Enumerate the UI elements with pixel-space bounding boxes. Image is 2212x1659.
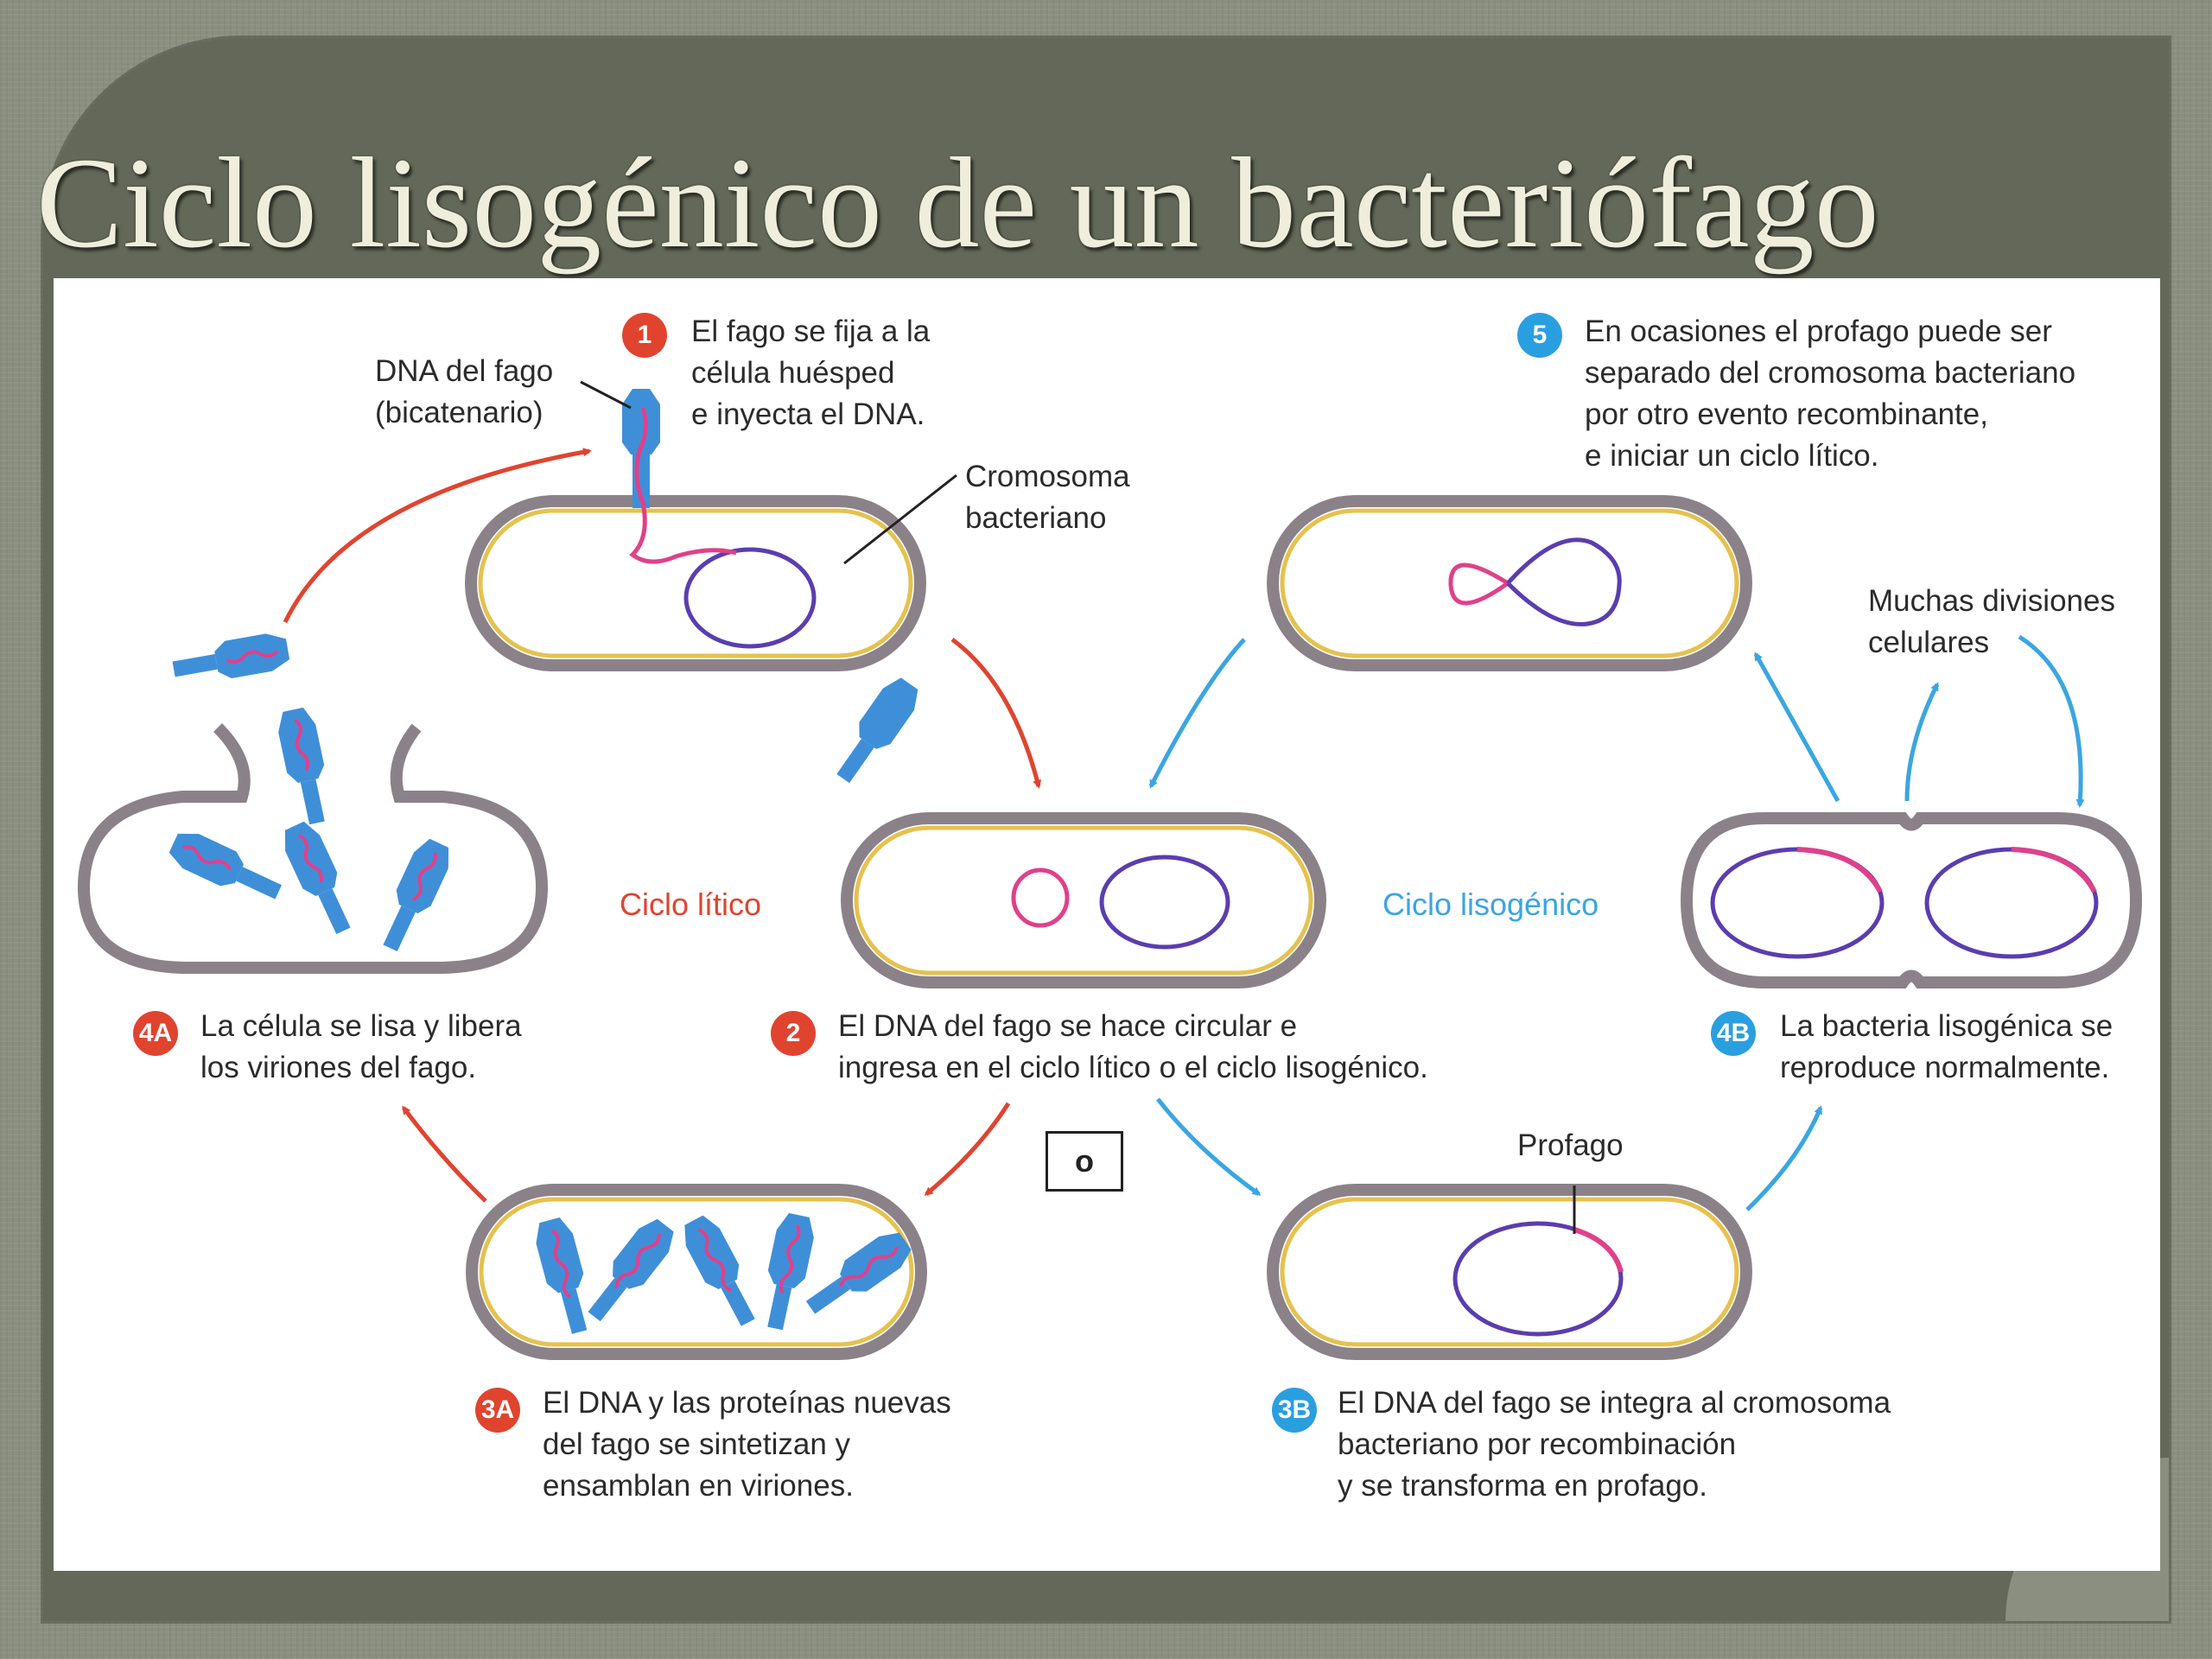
free-phage xyxy=(827,672,925,790)
lysogenic-cycle-label: Ciclo lisogénico xyxy=(1382,887,1599,922)
cell-5-excision xyxy=(1267,495,1752,671)
many-divisions-label: Muchas divisiones celulares xyxy=(1868,584,2115,659)
cell-3b-prophage xyxy=(1267,1184,1752,1360)
chromosome-label: Cromosoma bacteriano xyxy=(965,460,1130,535)
step-3a-badge: 3A xyxy=(475,1388,520,1433)
prophage-label: Profago xyxy=(1517,1128,1624,1162)
step-1-text: El fago se fija a la célula huésped e in… xyxy=(691,315,931,431)
lytic-arrows xyxy=(283,448,1042,1203)
step-4b-badge: 4B xyxy=(1711,1011,1756,1056)
step-4a-badge: 4A xyxy=(133,1011,178,1056)
cell-3a-new-virions xyxy=(466,1184,927,1360)
step-5-badge: 5 xyxy=(1517,313,1562,358)
cell-2-circular-dna xyxy=(841,812,1326,988)
cell-4b-dividing xyxy=(1680,812,2143,988)
step-3b-badge: 3B xyxy=(1272,1388,1317,1433)
step-3a-text: El DNA y las proteínas nuevas del fago s… xyxy=(543,1386,951,1503)
step-2-badge: 2 xyxy=(771,1011,816,1056)
step-5-text: En ocasiones el profago puede ser separa… xyxy=(1585,315,2076,473)
diagram-graphics xyxy=(77,380,2143,1360)
step-3b-text: El DNA del fago se integra al cromosoma … xyxy=(1338,1386,1891,1503)
step-4a-text: La célula se lisa y libera los viriones … xyxy=(200,1009,522,1084)
step-1-badge: 1 xyxy=(622,313,667,358)
step-4b-text: La bacteria lisogénica se reproduce norm… xyxy=(1780,1009,2113,1084)
cell-1-attachment xyxy=(465,380,957,671)
slide-title: Ciclo lisogénico de un bacteriófago xyxy=(36,131,1879,275)
step-2-text: El DNA del fago se hace circular e ingre… xyxy=(838,1009,1428,1084)
lytic-cycle-label: Ciclo lítico xyxy=(620,887,762,922)
diagram-figure: DNA del fago (bicatenario) Cromosoma bac… xyxy=(54,278,2160,1571)
lysogenic-arrows xyxy=(1148,634,2085,1211)
phage-dna-label: DNA del fago (bicatenario) xyxy=(375,354,554,429)
or-box: o xyxy=(1046,1131,1123,1192)
cell-4a-lysed xyxy=(77,630,549,974)
